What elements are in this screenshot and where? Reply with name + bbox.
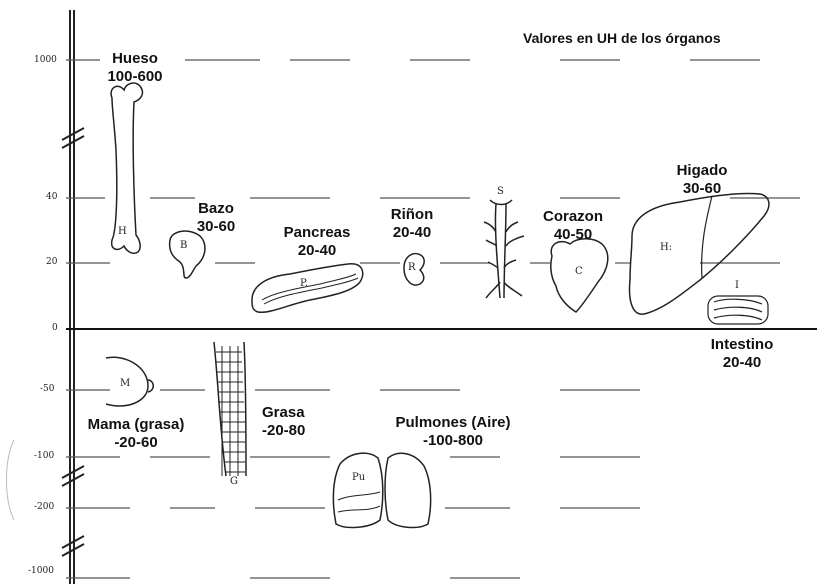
label-rinon-name: Riñon <box>382 206 442 224</box>
mark-grasa: G <box>230 476 238 487</box>
tick-0: 0 <box>52 323 58 333</box>
label-pancreas: Pancreas 20-40 <box>272 224 362 260</box>
spleen-drawing <box>170 231 205 278</box>
label-grasa: Grasa -20-80 <box>262 404 326 440</box>
label-rinon-range: 20-40 <box>382 224 442 242</box>
label-higado-range: 30-60 <box>662 180 742 198</box>
label-corazon-name: Corazon <box>528 208 618 226</box>
label-pulmones-range: -100-800 <box>378 432 528 450</box>
label-pancreas-range: 20-40 <box>272 242 362 260</box>
label-mama-range: -20-60 <box>72 434 200 452</box>
mark-pancreas: P. <box>300 278 308 289</box>
mark-higado: H: <box>660 242 672 253</box>
tick-1000: 1000 <box>34 55 57 65</box>
spine-drawing <box>484 200 524 298</box>
lungs-drawing <box>333 453 430 527</box>
label-bazo: Bazo 30-60 <box>186 200 246 236</box>
mark-spine: S <box>497 186 504 197</box>
label-higado: Higado 30-60 <box>662 162 742 198</box>
tick-minus200: -200 <box>34 502 54 512</box>
mark-pulmones: Pu <box>352 472 365 483</box>
mark-rinon: R <box>408 262 416 273</box>
label-bazo-range: 30-60 <box>186 218 246 236</box>
tick-minus100: -100 <box>34 451 54 461</box>
label-pulmones-name: Pulmones (Aire) <box>378 414 528 432</box>
label-higado-name: Higado <box>662 162 742 180</box>
label-mama: Mama (grasa) -20-60 <box>72 416 200 452</box>
label-intestino-range: 20-40 <box>700 354 784 372</box>
label-grasa-name: Grasa <box>262 404 326 422</box>
label-hueso: Hueso 100-600 <box>100 50 170 86</box>
label-corazon-range: 40-50 <box>528 226 618 244</box>
label-corazon: Corazon 40-50 <box>528 208 618 244</box>
label-grasa-range: -20-80 <box>262 422 326 440</box>
tick-minus50: -50 <box>40 384 55 394</box>
mark-corazon: C <box>575 266 583 277</box>
diagram-title: Valores en UH de los órganos <box>523 30 721 46</box>
label-hueso-name: Hueso <box>100 50 170 68</box>
mark-mama: M <box>120 378 130 389</box>
mark-bazo: B <box>180 240 187 251</box>
intestine-drawing <box>708 296 768 324</box>
label-pancreas-name: Pancreas <box>272 224 362 242</box>
tick-40: 40 <box>46 192 57 202</box>
edge-curve <box>7 440 15 520</box>
label-intestino-name: Intestino <box>700 336 784 354</box>
tick-minus1000: -1000 <box>28 566 54 576</box>
mark-hueso: H <box>118 226 127 237</box>
label-hueso-range: 100-600 <box>100 68 170 86</box>
label-mama-name: Mama (grasa) <box>72 416 200 434</box>
fat-drawing <box>214 342 246 476</box>
tick-20: 20 <box>46 257 57 267</box>
label-intestino: Intestino 20-40 <box>700 336 784 372</box>
label-pulmones: Pulmones (Aire) -100-800 <box>378 414 528 450</box>
label-rinon: Riñon 20-40 <box>382 206 442 242</box>
mark-intestino: I <box>735 280 739 291</box>
vertical-axis <box>62 10 84 584</box>
guide-lines <box>66 60 800 578</box>
label-bazo-name: Bazo <box>186 200 246 218</box>
